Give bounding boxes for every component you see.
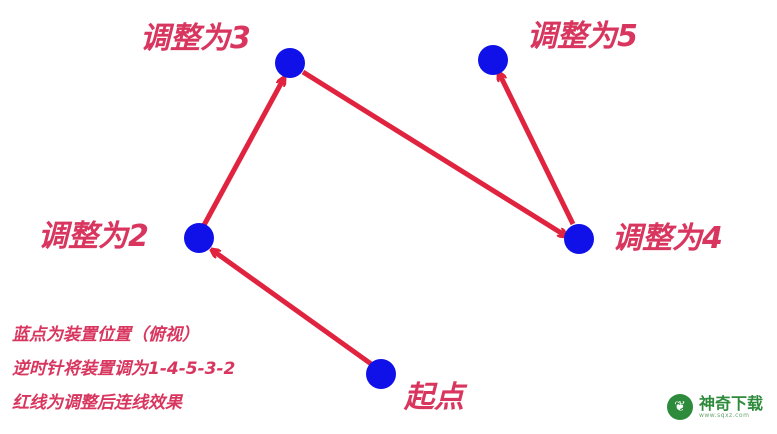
watermark: ❦ 神奇下载 www.sqxz.com — [666, 393, 763, 420]
label-step5: 调整为5 — [527, 19, 638, 54]
node-start — [366, 359, 396, 389]
node-3 — [275, 48, 305, 78]
arrow-4-to-5 — [499, 73, 576, 226]
node-5 — [478, 45, 508, 75]
leaf-logo-icon: ❦ — [666, 394, 693, 420]
note-line: 逆时针将装置调为1-4-5-3-2 — [12, 359, 236, 379]
node-2 — [184, 223, 214, 253]
node-4 — [564, 224, 594, 254]
notes-block: 蓝点为装置位置（俯视） 逆时针将装置调为1-4-5-3-2 红线为调整后连线效果 — [12, 318, 235, 420]
note-line: 红线为调整后连线效果 — [12, 393, 182, 413]
note-line: 蓝点为装置位置（俯视） — [12, 325, 199, 345]
watermark-name: 神奇下载 — [698, 393, 763, 413]
label-step2: 调整为2 — [38, 219, 149, 254]
label-step4: 调整为4 — [612, 221, 723, 256]
arrow-2-to-3 — [200, 78, 284, 229]
label-start: 起点 — [404, 380, 464, 415]
watermark-url: www.sqxz.com — [698, 411, 750, 419]
arrow-3-to-4 — [301, 69, 566, 236]
arrow-start-to-2 — [212, 250, 376, 369]
label-step3: 调整为3 — [140, 21, 251, 56]
